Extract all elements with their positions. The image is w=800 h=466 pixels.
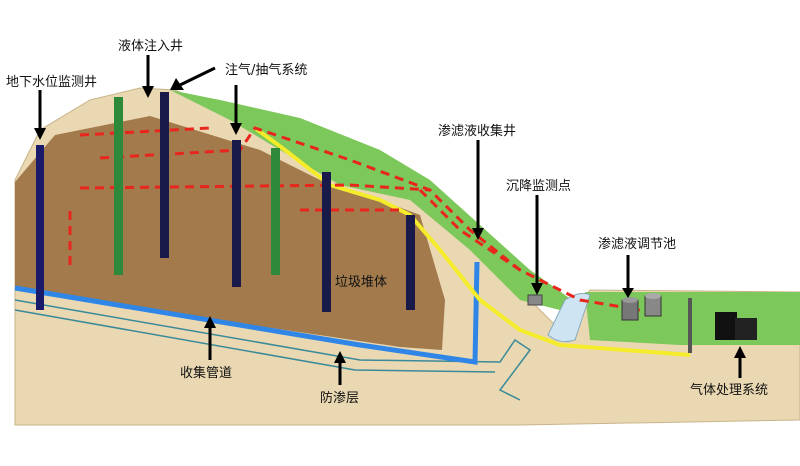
label-groundwater-well: 地下水位监测井: [6, 75, 97, 90]
label-leachate-pond: 渗滤液调节池: [598, 237, 676, 252]
label-injection-well: 液体注入井: [118, 39, 183, 54]
grass-slope: [170, 90, 572, 310]
injection-well-1: [114, 97, 123, 275]
gas-well-1: [160, 92, 169, 258]
gas-treatment-unit: [715, 312, 757, 340]
label-gas-treatment: 气体处理系统: [690, 382, 768, 398]
label-leachate-well: 渗滤液收集井: [438, 123, 516, 139]
groundwater-well: [36, 145, 44, 310]
label-arrows: [34, 55, 746, 385]
pond-tanks: [621, 293, 692, 353]
label-liner: 防渗层: [320, 390, 359, 406]
leachate-pond: [547, 292, 591, 343]
label-collection-pipe: 收集管道: [180, 365, 232, 381]
injection-well-2: [271, 148, 280, 275]
liner-line-2: [14, 309, 496, 373]
settlement-marker: [527, 294, 543, 306]
gas-well-3: [322, 172, 331, 312]
gas-well-4: [406, 215, 415, 310]
leachate-line: [253, 126, 691, 357]
waste-body-label: 垃圾堆体: [335, 275, 387, 290]
liner-line: [14, 299, 532, 401]
gas-well-2: [232, 140, 241, 287]
gas-lines: [68, 126, 641, 312]
label-settlement-point: 沉降监测点: [506, 179, 571, 194]
collection-pipe: [14, 261, 480, 365]
grass-right: [585, 292, 800, 345]
label-gas-system: 注气/抽气系统: [225, 62, 307, 78]
